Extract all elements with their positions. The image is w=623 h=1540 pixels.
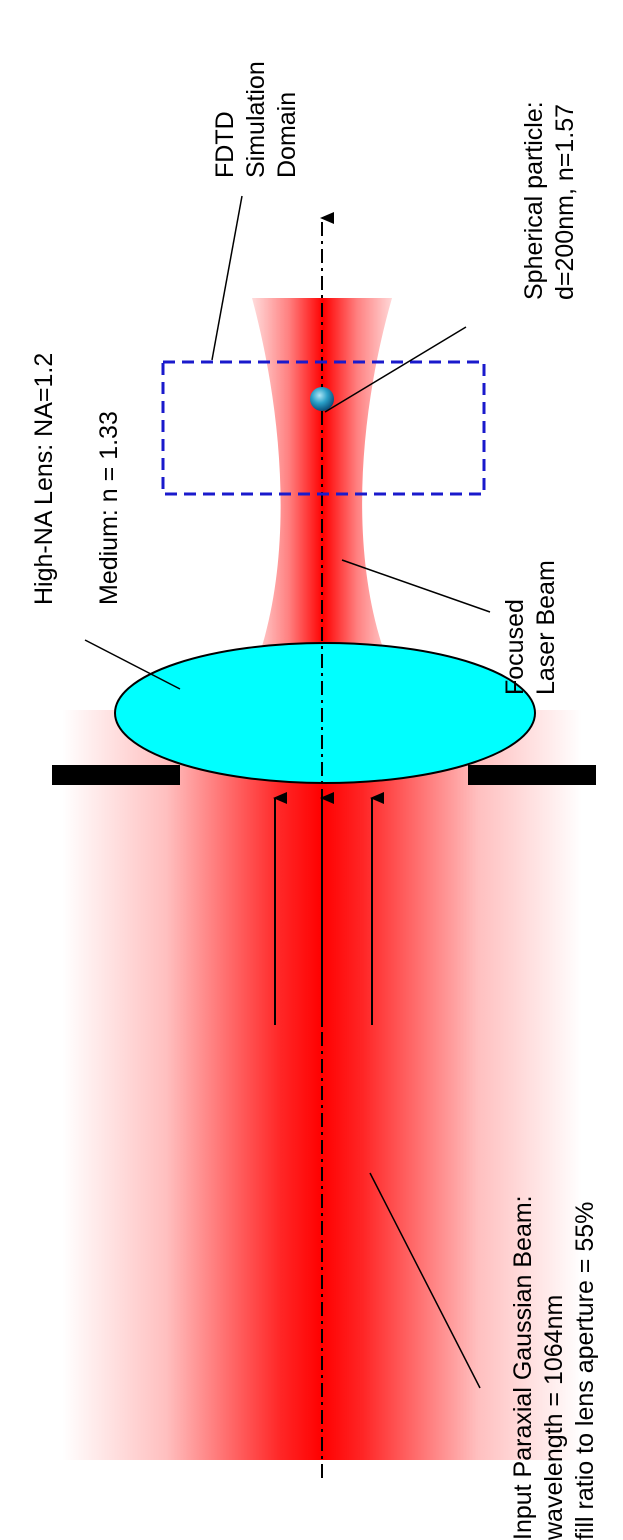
leader-line-input-beam xyxy=(369,1172,481,1389)
fdtd-label: FDTD Simulation Domain xyxy=(211,61,301,178)
fdtd-domain-box xyxy=(161,360,486,496)
input-beam-label-line2: wavelength = 1064nm xyxy=(540,1295,568,1540)
input-beam-label: Input Paraxial Gaussian Beam: wavelength… xyxy=(509,1195,599,1540)
particle-label-line1: Spherical particle: xyxy=(520,101,548,300)
spherical-particle xyxy=(310,387,334,411)
focused-beam-label-line2: Laser Beam xyxy=(532,560,560,695)
input-beam-label-line1: Input Paraxial Gaussian Beam: xyxy=(509,1195,537,1540)
fdtd-label-line2: Simulation xyxy=(242,61,270,178)
focused-beam-label-line1: Focused xyxy=(501,599,529,695)
input-beam-label-line3: fill ratio to lens aperture = 55% xyxy=(571,1202,599,1540)
high-na-lens xyxy=(114,642,536,784)
particle-label-line2: d=200nm, n=1.57 xyxy=(551,104,579,300)
leader-line-focused-beam xyxy=(341,559,491,613)
particle-label: Spherical particle: d=200nm, n=1.57 xyxy=(520,101,579,300)
leader-line-lens xyxy=(84,639,181,690)
lens-label: High-NA Lens: NA=1.2 xyxy=(30,353,58,605)
fdtd-label-line1: FDTD xyxy=(211,111,239,178)
leader-line-particle xyxy=(324,326,467,413)
leader-line-fdtd xyxy=(211,195,243,361)
focused-beam-label: Focused Laser Beam xyxy=(501,560,560,695)
medium-label: Medium: n = 1.33 xyxy=(95,411,123,605)
aperture-stop-left xyxy=(52,765,180,785)
aperture-stop-right xyxy=(468,765,596,785)
fdtd-label-line3: Domain xyxy=(273,92,301,178)
